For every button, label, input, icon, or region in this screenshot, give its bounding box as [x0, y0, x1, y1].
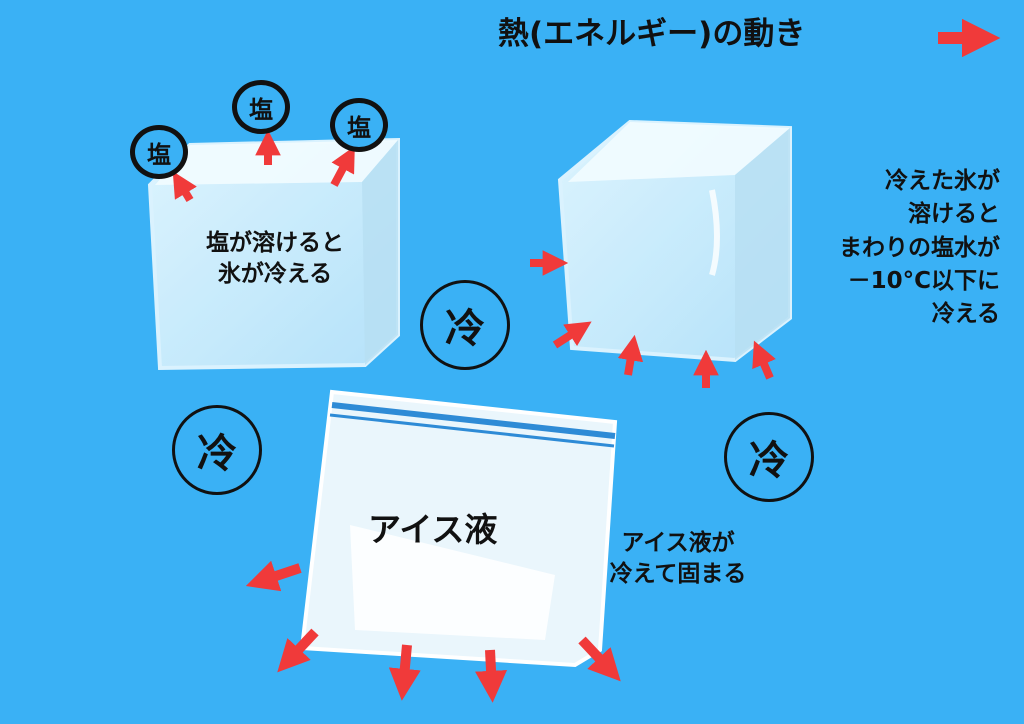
left-ice-arrows	[172, 129, 355, 203]
right-ice-cube	[557, 119, 792, 363]
salt-badge-1: 塩	[130, 125, 188, 179]
cold-symbol-left: 冷	[172, 405, 262, 495]
cold-symbol-center: 冷	[420, 280, 510, 370]
bag-label: アイス液	[368, 510, 498, 549]
right-ice-arrows	[530, 250, 776, 388]
cold-symbol-right: 冷	[724, 412, 814, 502]
bag-caption: アイス液が 冷えて固まる	[609, 530, 747, 588]
freezer-bag	[299, 389, 618, 668]
salt-badge-2: 塩	[232, 80, 290, 134]
left-ice-caption: 塩が溶けると 氷が冷える	[206, 230, 344, 288]
diagram-title: 熱(エネルギー)の動き	[498, 16, 806, 52]
right-ice-caption: 冷えた氷が 溶けると まわりの塩水が －10°C以下に 冷える	[839, 168, 1000, 328]
bag-arrows	[245, 560, 621, 703]
salt-badge-3: 塩	[330, 98, 388, 152]
